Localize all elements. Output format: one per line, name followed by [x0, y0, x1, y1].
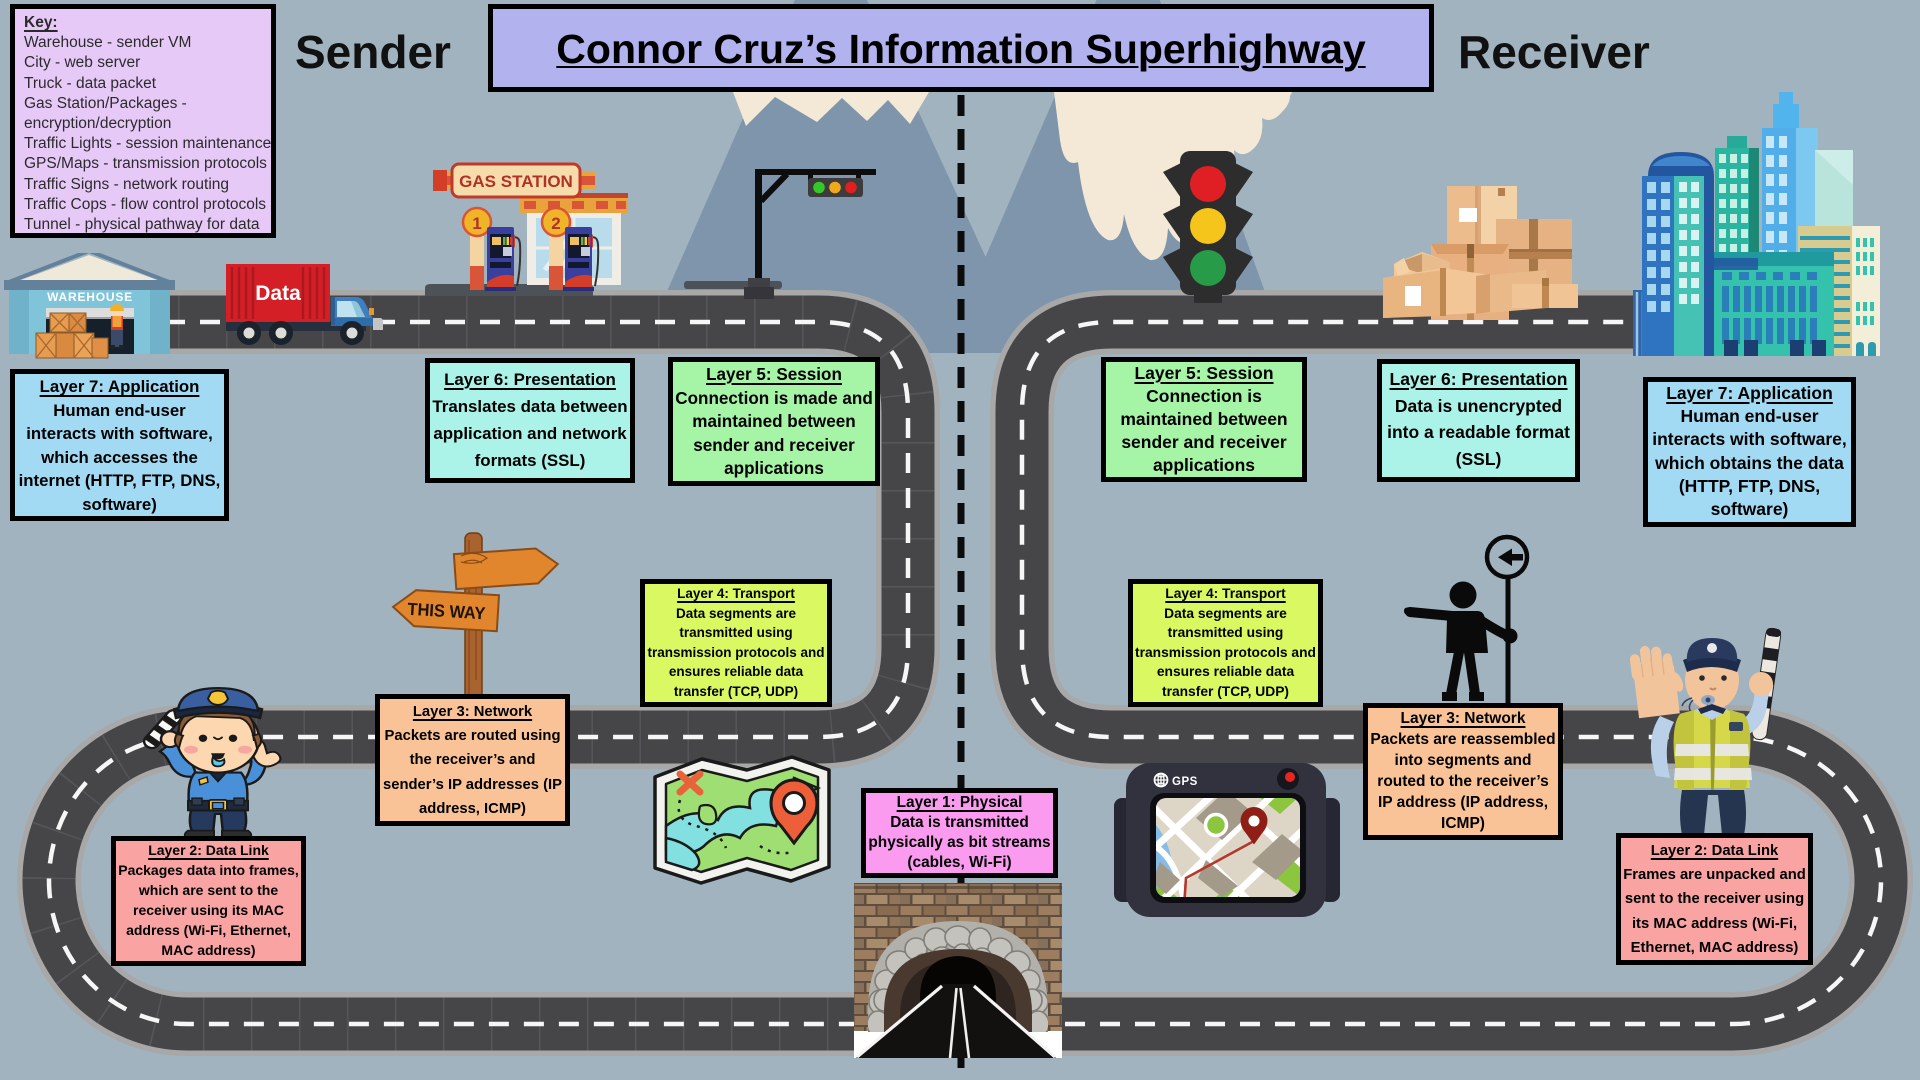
svg-text:2: 2 — [551, 214, 560, 233]
svg-text:GPS: GPS — [1172, 776, 1198, 788]
svg-text:Data: Data — [255, 282, 301, 305]
svg-text:GAS STATION: GAS STATION — [459, 172, 573, 191]
svg-text:1: 1 — [472, 214, 481, 233]
svg-text:THIS WAY: THIS WAY — [407, 599, 487, 623]
svg-text:WAREHOUSE: WAREHOUSE — [47, 290, 133, 304]
